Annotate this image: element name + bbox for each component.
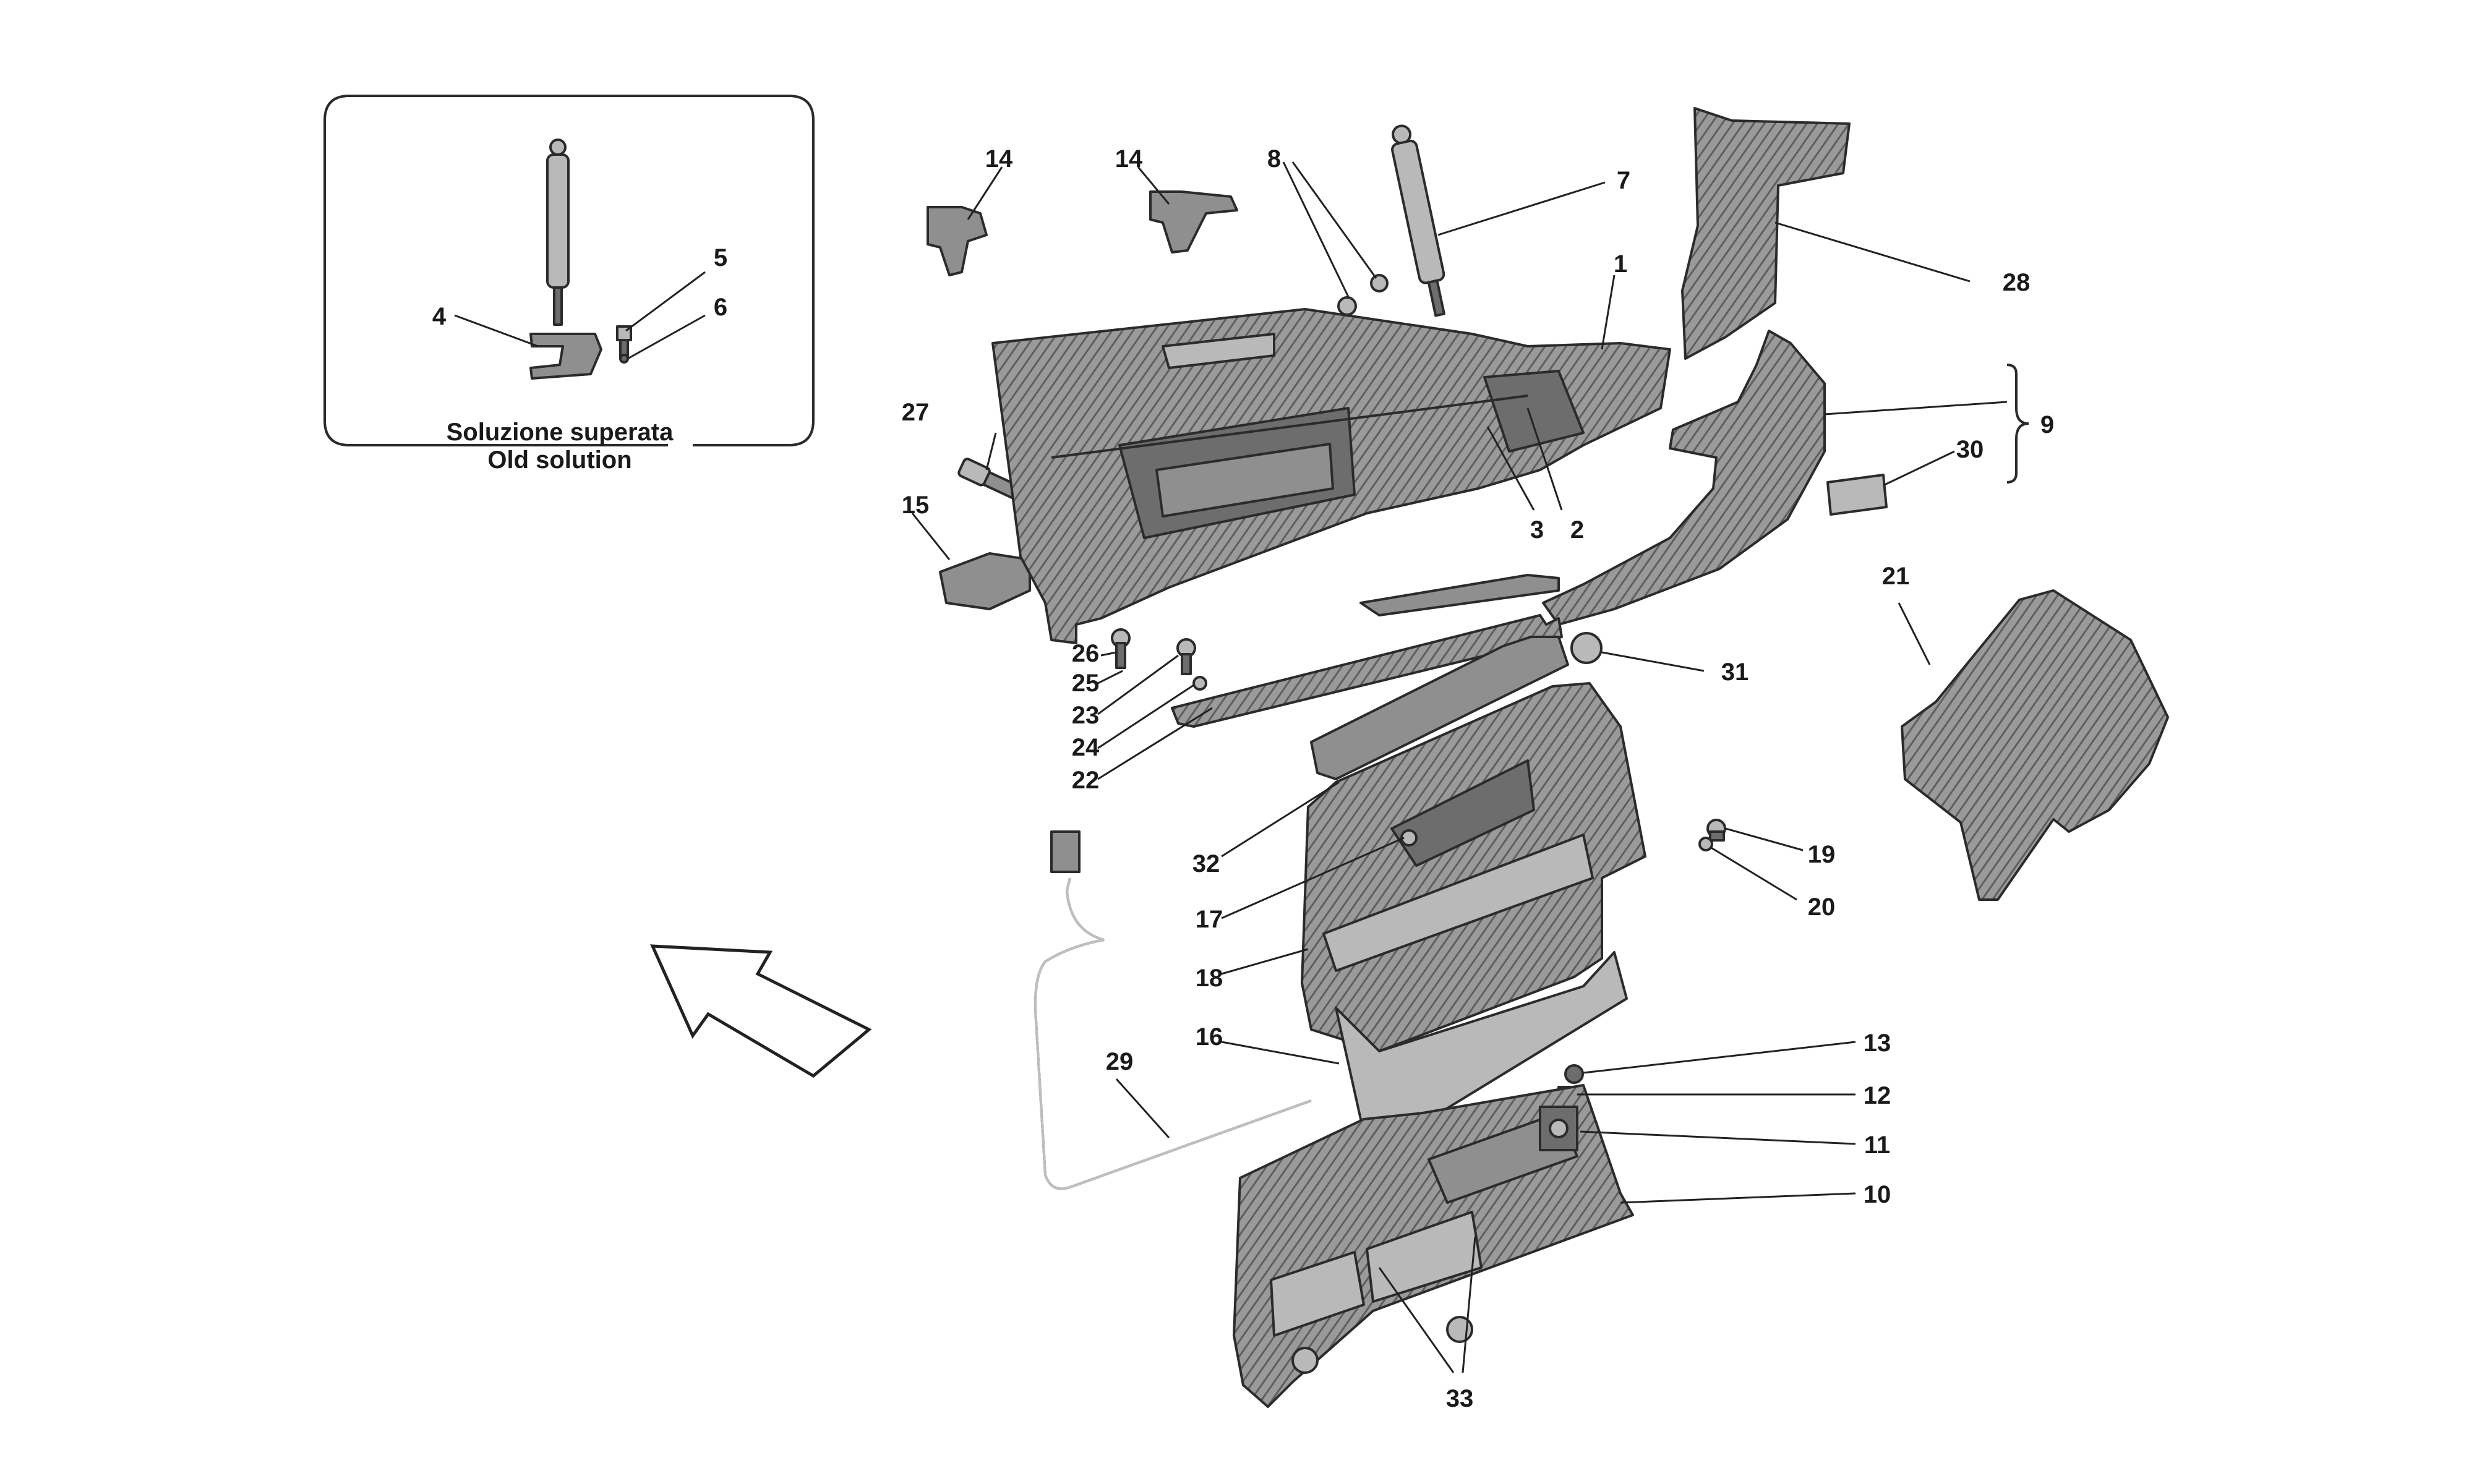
support-rail [1171, 614, 1563, 728]
inset-bracket [529, 333, 602, 380]
callout-22: 22 [1072, 767, 1100, 794]
callout-16: 16 [1196, 1023, 1223, 1051]
latch-block [939, 552, 1031, 610]
glovebox-housing [991, 308, 1671, 644]
hinge-bracket-left [927, 206, 988, 276]
nut-lower [1337, 296, 1357, 316]
callout-7: 7 [1617, 167, 1630, 194]
direction-arrow [650, 944, 872, 1078]
callout-17: 17 [1196, 906, 1223, 933]
glovebox-bin [1301, 682, 1646, 1052]
inset-screw [616, 325, 632, 359]
callout-30: 30 [1956, 436, 1984, 463]
callout-6: 6 [714, 294, 727, 321]
inset-frame [323, 95, 815, 446]
door-latch [1539, 1106, 1578, 1151]
callout-1: 1 [1614, 250, 1627, 278]
callout-2: 2 [1570, 516, 1584, 544]
callout-8: 8 [1267, 145, 1281, 173]
callout-33: 33 [1446, 1385, 1474, 1412]
callout-24: 24 [1072, 734, 1100, 761]
callout-10: 10 [1864, 1181, 1891, 1208]
callout-26: 26 [1072, 640, 1100, 667]
callout-15: 15 [902, 492, 930, 519]
washer-20 [1698, 837, 1713, 851]
screw-26 [1111, 628, 1131, 669]
callout-12: 12 [1864, 1082, 1891, 1109]
callout-5: 5 [714, 244, 727, 271]
callout-13: 13 [1864, 1030, 1891, 1057]
callout-14-left: 14 [985, 145, 1013, 173]
nut-upper [1370, 274, 1389, 292]
dash-side-panel [1681, 107, 1851, 360]
callout-32: 32 [1192, 850, 1220, 877]
callout-23: 23 [1072, 702, 1100, 729]
washer-24 [1192, 676, 1207, 691]
callout-3: 3 [1530, 516, 1544, 544]
hinge-bracket-right [1149, 190, 1238, 254]
inset-gas-strut [546, 139, 570, 326]
callout-27: 27 [902, 399, 930, 426]
screw-23 [1176, 638, 1196, 675]
callout-18: 18 [1196, 965, 1223, 992]
trim-panel [1542, 330, 1826, 626]
release-cable [1034, 830, 1312, 1190]
screw-19 [1706, 819, 1726, 842]
callout-14-right: 14 [1115, 145, 1143, 173]
callout-4: 4 [432, 303, 447, 330]
hinge-bar [1310, 632, 1603, 780]
callout-28: 28 [2003, 269, 2031, 296]
inset-caption-line2: Old solution [487, 446, 631, 474]
callout-31: 31 [1721, 659, 1749, 686]
callout-20: 20 [1808, 893, 1836, 921]
inset-washer [619, 354, 629, 364]
callout-19: 19 [1808, 841, 1836, 868]
badge-plate [1826, 474, 1888, 516]
inset-caption-line1: Soluzione superata [447, 419, 674, 446]
callout-29: 29 [1106, 1048, 1134, 1075]
old-solution-inset: Soluzione superata Old solution [323, 95, 815, 474]
leader-lines [454, 161, 2008, 1373]
callout-21: 21 [1882, 563, 1910, 590]
gas-strut [1391, 124, 1445, 317]
callout-11: 11 [1864, 1132, 1890, 1159]
callout-labels: 1 2 3 4 5 6 7 8 9 10 11 12 13 14 14 15 1… [432, 145, 2054, 1412]
callout-25: 25 [1072, 670, 1100, 697]
upper-rail [1359, 574, 1560, 616]
brace-9 [2006, 364, 2029, 484]
glovebox-cover [1901, 589, 2169, 901]
grommet-13 [1564, 1064, 1584, 1084]
callout-9: 9 [2040, 411, 2054, 438]
